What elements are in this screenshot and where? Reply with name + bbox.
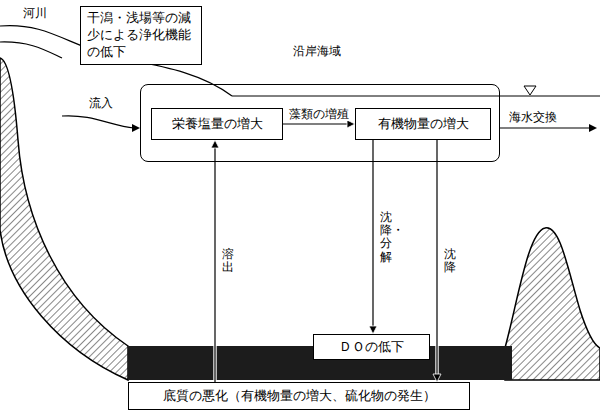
box-text: ＤＯの低下	[339, 339, 404, 356]
water-body-box: 栄養塩量の増大 有機物量の増大	[140, 84, 500, 162]
edge-label: 沈降・分解	[379, 211, 393, 264]
flow-arrow	[211, 140, 219, 382]
box-text: 底質の悪化（有機物量の増大、硫化物の発生）	[163, 388, 436, 405]
state-box: ＤＯの低下	[313, 334, 430, 360]
edge-label: 藻類の増殖	[288, 107, 350, 121]
arrow-head	[132, 124, 140, 132]
flow-arrow	[433, 140, 441, 382]
process-box: 有機物量の増大	[355, 108, 491, 140]
region-label: 流入	[88, 96, 114, 110]
river-bank	[0, 42, 62, 58]
box-text: 干潟・浅場等の減少による浄化機能の低下	[87, 10, 195, 61]
box-text: 有機物量の増大	[378, 116, 469, 133]
edge-label: 沈降	[443, 248, 457, 274]
process-box: 栄養塩量の増大	[151, 108, 283, 140]
edge-label: 溶出	[221, 248, 235, 274]
region-label: 沿岸海域	[292, 44, 342, 58]
left-cliff	[0, 58, 128, 380]
note-box: 干潟・浅場等の減少による浄化機能の低下	[80, 6, 202, 65]
exchange-arrow	[500, 127, 590, 128]
water-level-symbol	[524, 86, 536, 95]
region-label: 河川	[22, 6, 48, 20]
arrow-head	[589, 124, 597, 132]
water-surface	[232, 96, 600, 97]
box-text: 栄養塩量の増大	[172, 116, 263, 133]
state-box: 底質の悪化（有機物量の増大、硫化物の発生）	[128, 382, 470, 410]
inflow-arrow	[62, 116, 134, 128]
flow-arrow	[369, 140, 377, 334]
right-hill	[505, 228, 600, 380]
region-label: 海水交換	[508, 110, 558, 124]
